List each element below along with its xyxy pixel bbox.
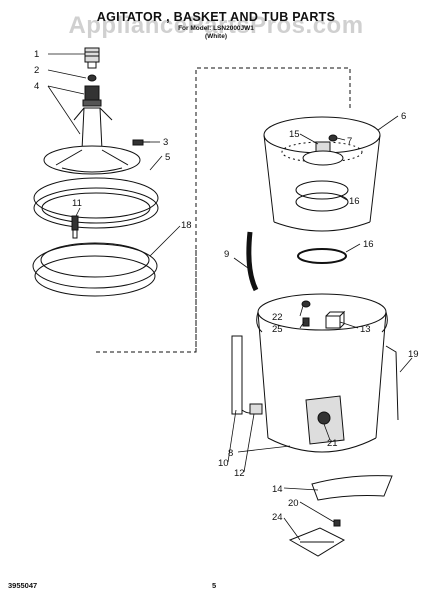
callout-label: 10 <box>218 458 229 469</box>
callout-label: 6 <box>401 111 406 122</box>
callout-label: 8 <box>228 448 233 459</box>
assembly-outline <box>96 67 351 353</box>
leader-lines <box>47 53 413 541</box>
base-plate-part <box>288 527 346 557</box>
callout-label: 24 <box>272 512 283 523</box>
nut-part <box>328 134 338 142</box>
color-subtitle: (White) <box>204 33 228 40</box>
pump-housing-part <box>305 395 345 445</box>
screw-part <box>132 139 150 146</box>
agitator-part <box>43 107 141 175</box>
tub-part <box>256 293 388 453</box>
basket-ring-part <box>32 242 158 297</box>
callout-label: 3 <box>163 137 168 148</box>
bottom-screw-part <box>333 519 341 527</box>
page-number: 5 <box>212 581 217 590</box>
callout-label: 9 <box>224 249 229 260</box>
shield-part <box>311 475 393 501</box>
basket-part <box>263 116 381 232</box>
ring-part <box>33 177 159 229</box>
auger-part <box>82 85 102 107</box>
callout-label: 21 <box>327 438 338 449</box>
model-subtitle: For Model: LSN2000JW1 <box>178 25 254 32</box>
clamp-part <box>249 403 263 415</box>
fastener-part <box>87 74 97 82</box>
diagram-title: AGITATOR , BASKET AND TUB PARTS <box>96 10 336 24</box>
basket-seal-part <box>295 180 349 212</box>
callout-label: 7 <box>347 136 352 147</box>
washer-part <box>301 300 311 327</box>
basket-hub-part <box>302 141 344 166</box>
drain-hose-part <box>231 335 259 415</box>
callout-label: 19 <box>408 349 419 360</box>
callout-label: 14 <box>272 484 283 495</box>
callout-label: 4 <box>34 81 39 92</box>
callout-labels: 1 2 4 3 5 11 18 15 7 6 16 16 9 22 25 13 … <box>34 49 419 523</box>
tub-seal-part <box>297 248 347 264</box>
callout-label: 16 <box>363 239 374 250</box>
callout-label: 2 <box>34 65 39 76</box>
callout-label: 15 <box>289 129 300 140</box>
callout-label: 1 <box>34 49 39 60</box>
callout-label: 16 <box>349 196 360 207</box>
part-number: 3955047 <box>8 581 38 590</box>
brace-part <box>385 345 399 421</box>
hose-part <box>246 231 259 292</box>
callout-label: 20 <box>288 498 299 509</box>
agitator-cap-part <box>84 47 100 69</box>
callout-label: 25 <box>272 324 283 335</box>
callout-label: 18 <box>181 220 192 231</box>
pin-part <box>71 215 79 239</box>
callout-label: 11 <box>72 198 82 209</box>
callout-label: 5 <box>165 152 170 163</box>
callout-label: 22 <box>272 312 283 323</box>
callout-label: 13 <box>360 324 371 335</box>
callout-label: 12 <box>234 468 245 479</box>
watermark: AppliancePartsPros.com <box>68 12 364 39</box>
